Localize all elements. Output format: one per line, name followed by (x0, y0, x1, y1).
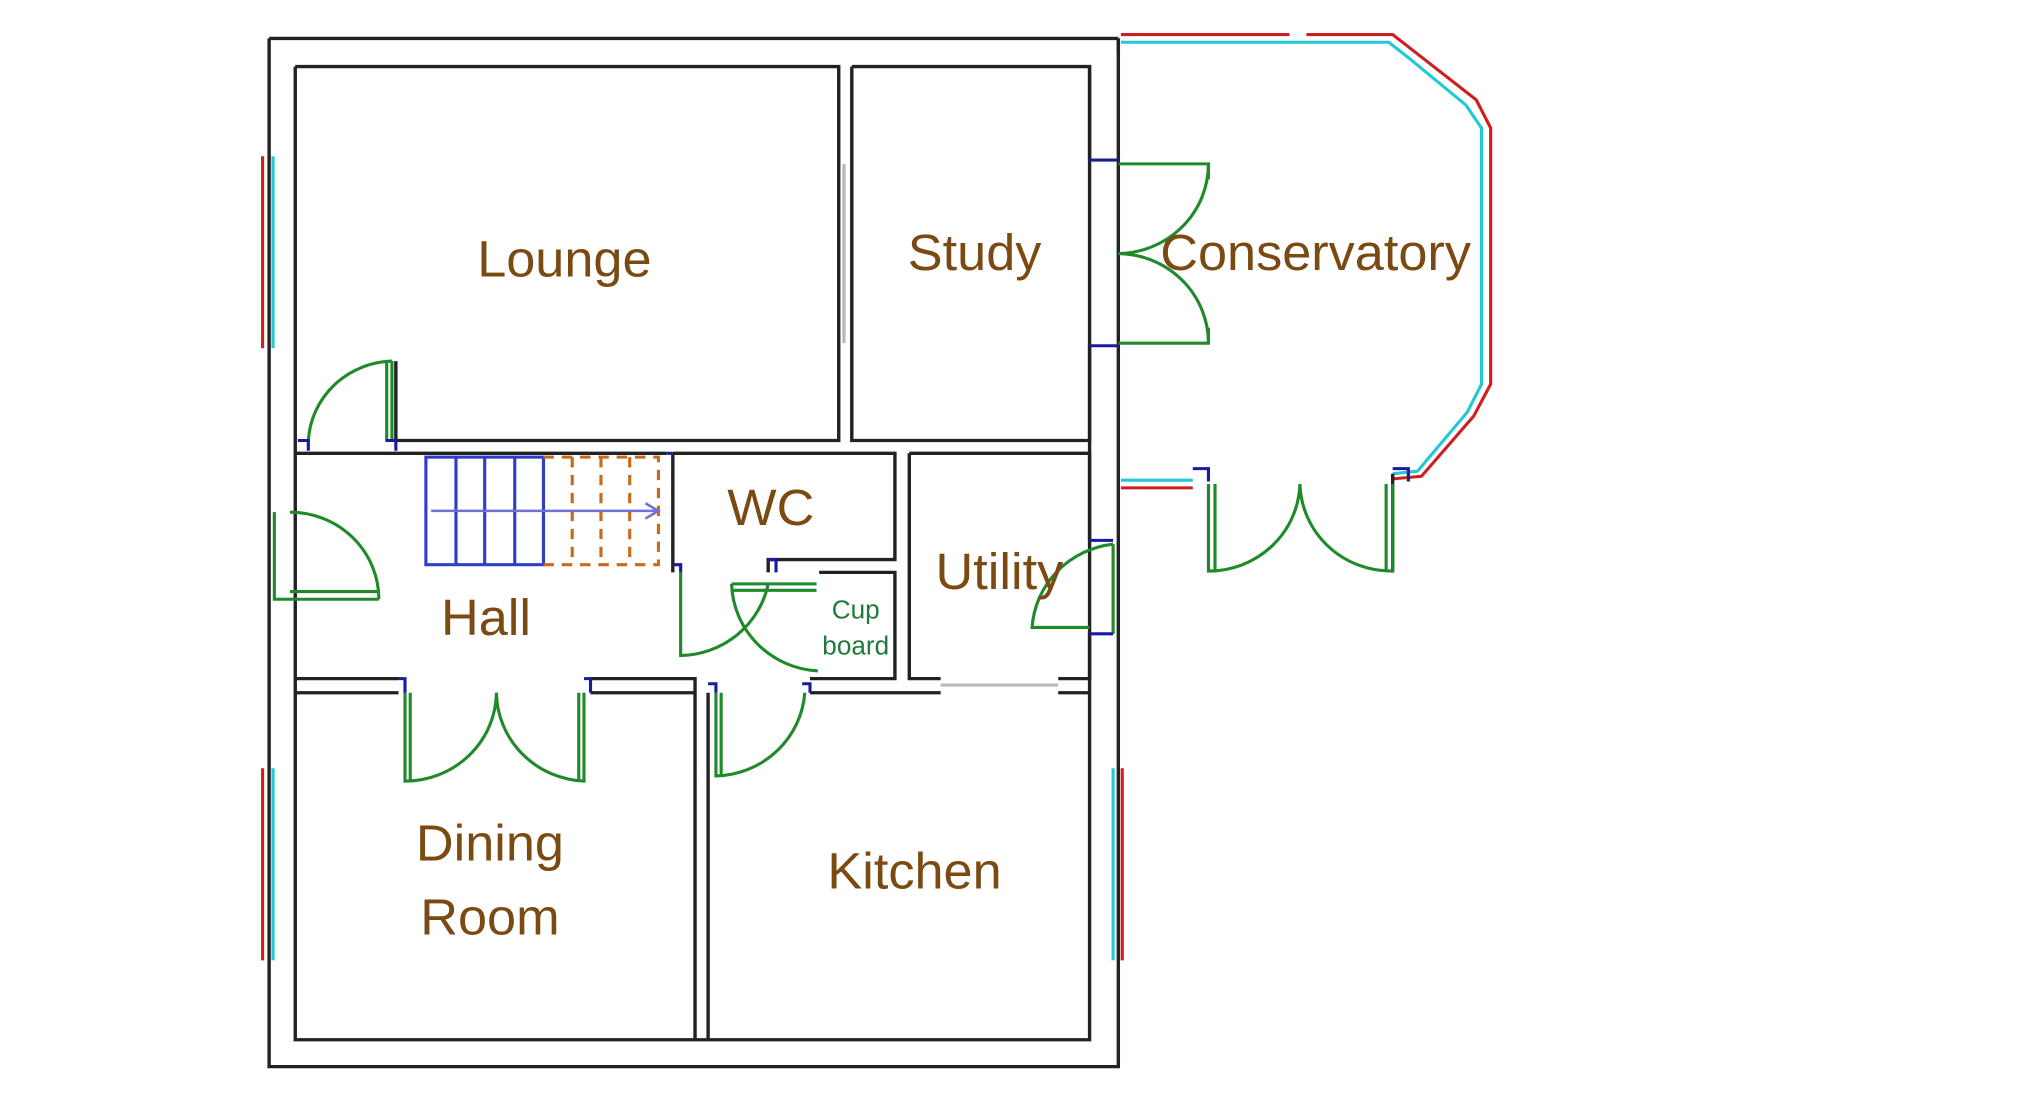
wall-openings (842, 163, 1059, 687)
room-label-lounge: Lounge (477, 230, 651, 287)
room-label-kitchen: Kitchen (827, 842, 1001, 899)
doors (272, 162, 1395, 783)
staircase (424, 455, 661, 567)
room-label-dining: Dining (416, 814, 564, 871)
room-label-hall: Hall (441, 589, 531, 646)
room-label-study: Study (908, 224, 1042, 281)
room-label-dining-line2: Room (420, 888, 559, 945)
room-label-utility: Utility (936, 542, 1064, 599)
windows (261, 156, 1124, 961)
room-label-cupboard: Cup (832, 597, 880, 625)
interior-walls (295, 64, 1092, 1040)
conservatory-walls (1116, 33, 1493, 572)
room-label-wc: WC (727, 478, 814, 535)
room-labels: Lounge Study Conservatory WC Utility Hal… (416, 224, 1471, 946)
room-label-conservatory: Conservatory (1160, 224, 1471, 281)
outer-walls (267, 36, 1121, 1069)
door-jambs (297, 158, 1119, 693)
room-label-cupboard-line2: board (822, 633, 889, 661)
